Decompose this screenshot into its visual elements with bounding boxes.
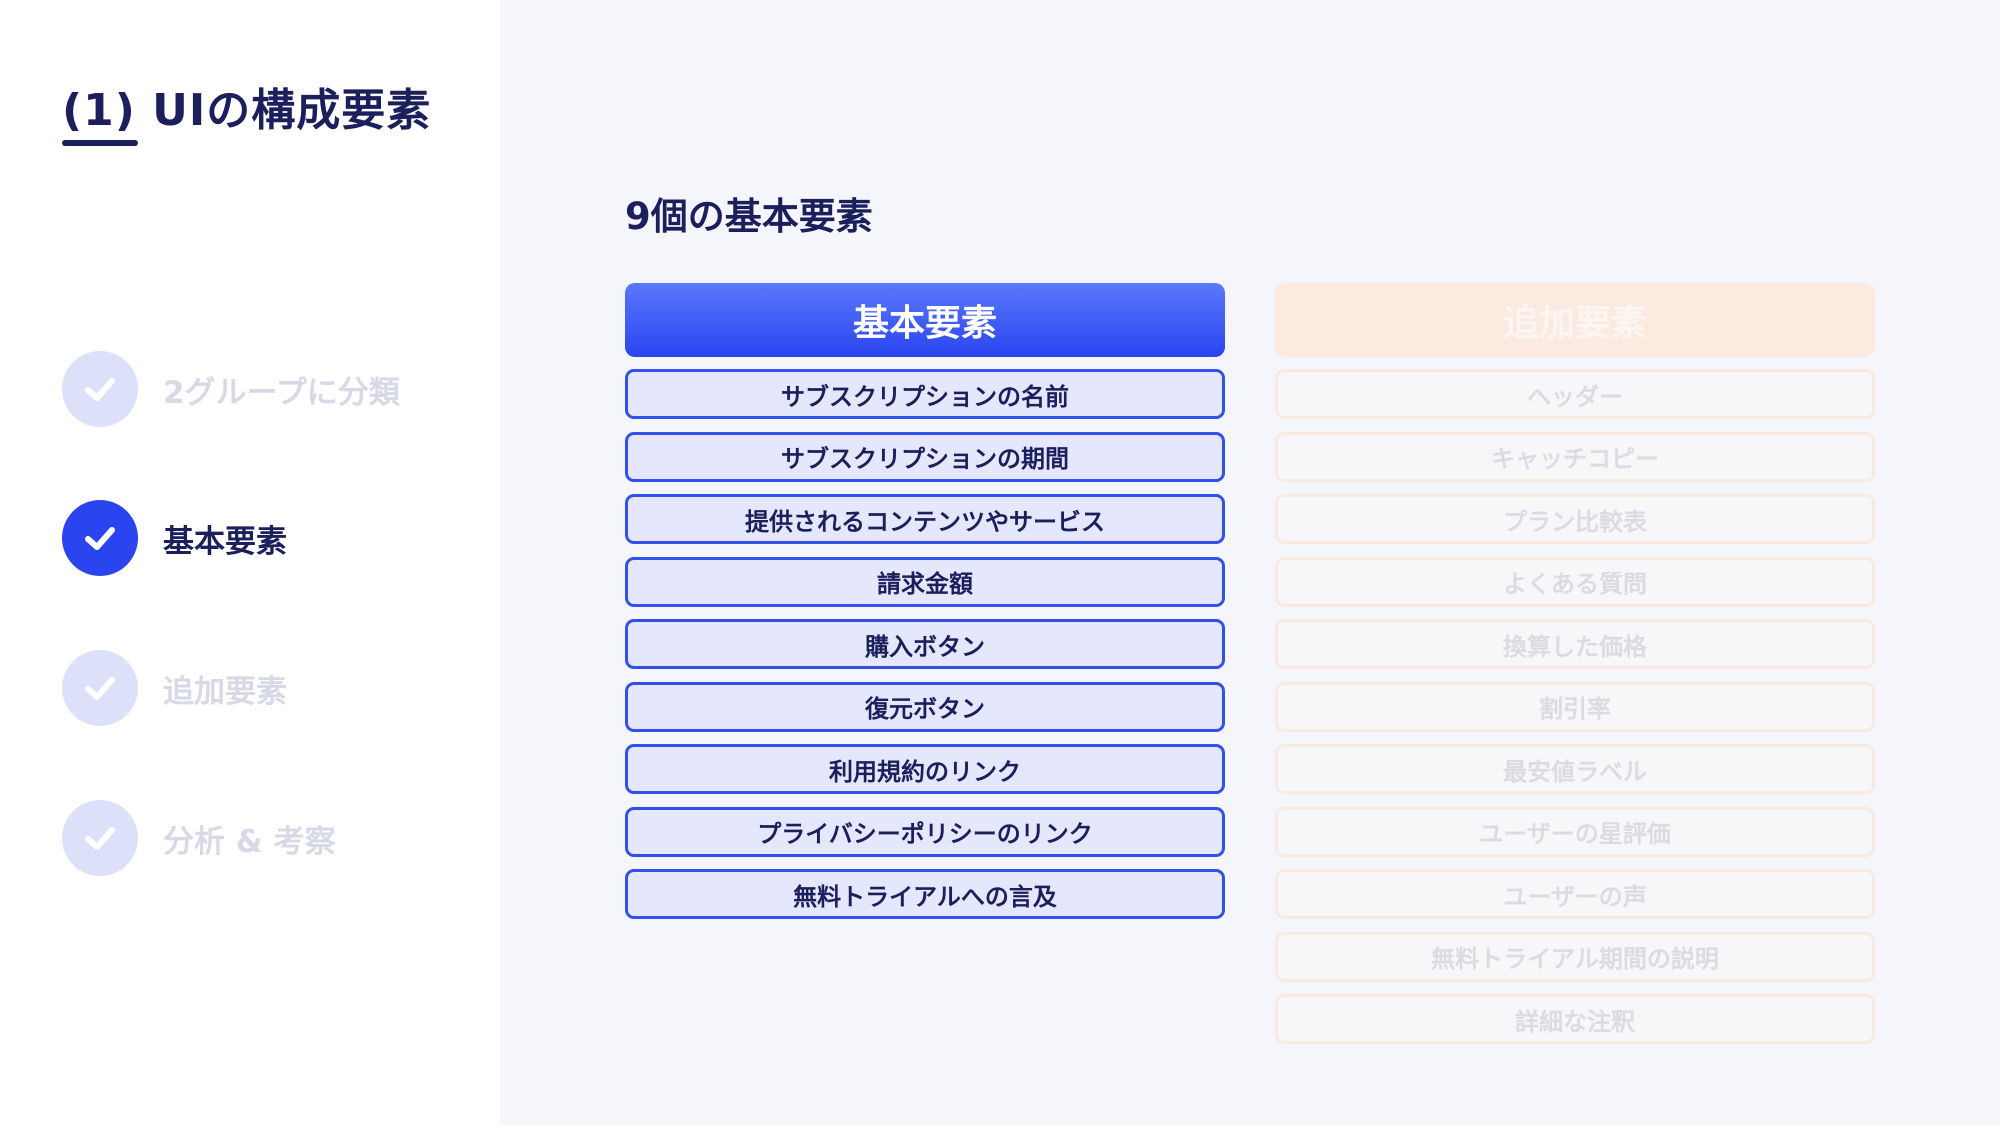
basic-element-item: 無料トライアルへの言及 xyxy=(625,869,1225,919)
step-label: 追加要素 xyxy=(163,673,287,710)
extra-elements-header: 追加要素 xyxy=(1275,283,1875,357)
basic-element-item: 請求金額 xyxy=(625,556,1225,607)
basic-element-item: 購入ボタン xyxy=(625,619,1225,669)
step-extra-elements: 追加要素 xyxy=(62,650,287,726)
basic-element-item: 提供されるコンテンツやサービス xyxy=(625,494,1225,544)
check-icon xyxy=(62,351,138,427)
extra-element-item: ユーザーの星評価 xyxy=(1275,806,1875,857)
section-heading: 9個の基本要素 xyxy=(625,195,873,238)
extra-element-item: プラン比較表 xyxy=(1275,494,1875,544)
title-underline xyxy=(62,140,138,146)
extra-element-item: 最安値ラベル xyxy=(1275,744,1875,794)
extra-element-item: 詳細な注釈 xyxy=(1275,994,1875,1044)
check-icon xyxy=(62,500,138,576)
basic-element-item: サブスクリプションの期間 xyxy=(625,431,1225,482)
step-label: 基本要素 xyxy=(163,523,287,560)
step-analysis: 分析 & 考察 xyxy=(62,800,336,876)
step-label: 分析 & 考察 xyxy=(163,823,336,860)
extra-element-item: 割引率 xyxy=(1275,681,1875,732)
basic-element-item: サブスクリプションの名前 xyxy=(625,369,1225,419)
extra-element-item: よくある質問 xyxy=(1275,556,1875,607)
step-label: 2グループに分類 xyxy=(163,374,400,411)
check-icon xyxy=(62,800,138,876)
check-icon xyxy=(62,650,138,726)
basic-elements-column: 基本要素 サブスクリプションの名前 サブスクリプションの期間 提供されるコンテン… xyxy=(625,283,1225,932)
extra-element-item: ユーザーの声 xyxy=(1275,869,1875,919)
basic-element-item: 復元ボタン xyxy=(625,681,1225,732)
step-classify: 2グループに分類 xyxy=(62,351,400,427)
extra-element-item: キャッチコピー xyxy=(1275,431,1875,482)
basic-elements-header: 基本要素 xyxy=(625,283,1225,357)
basic-element-item: プライバシーポリシーのリンク xyxy=(625,806,1225,857)
basic-element-item: 利用規約のリンク xyxy=(625,744,1225,794)
page-title: (1) UIの構成要素 xyxy=(62,85,432,136)
sidebar: (1) UIの構成要素 2グループに分類 基本要素 追加要素 分析 & 考察 xyxy=(0,0,500,1125)
extra-element-item: 換算した価格 xyxy=(1275,619,1875,669)
extra-element-item: 無料トライアル期間の説明 xyxy=(1275,931,1875,982)
step-basic-elements: 基本要素 xyxy=(62,500,287,576)
extra-elements-column: 追加要素 ヘッダー キャッチコピー プラン比較表 よくある質問 換算した価格 割… xyxy=(1275,283,1875,1057)
extra-element-item: ヘッダー xyxy=(1275,369,1875,419)
